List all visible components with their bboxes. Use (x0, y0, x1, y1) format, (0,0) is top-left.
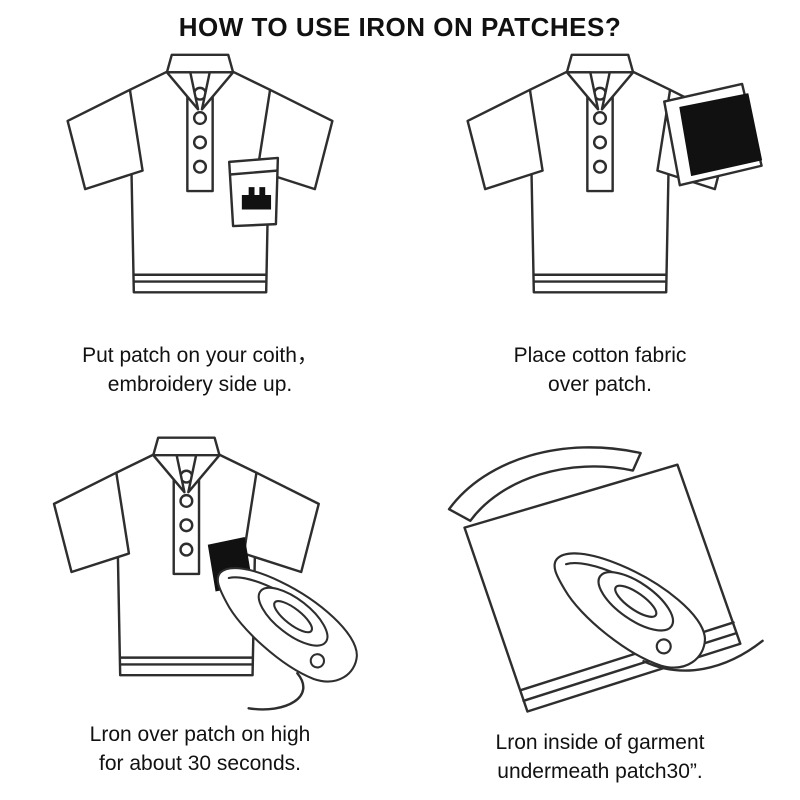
iron-cord (642, 639, 764, 672)
step-1-caption: Put patch on your coith， embroidery side… (82, 341, 318, 400)
caption-line: Place cotton fabric (513, 344, 687, 367)
caption-line: Lron over patch on high (89, 722, 311, 746)
iron-on-shirt-icon (52, 435, 372, 711)
caption-line: Put patch on your coith， (82, 344, 318, 367)
iron-cord (247, 671, 305, 711)
caption-line: for about 30 seconds. (99, 751, 301, 775)
page-title: HOW TO USE IRON ON PATCHES? (178, 12, 622, 42)
step-1: Put patch on your coith， embroidery side… (0, 43, 400, 422)
caption-line: Lron inside of garment (495, 730, 705, 754)
patch-icon (679, 93, 763, 176)
step-3: Lron over patch on high for about 30 sec… (0, 422, 400, 800)
patch-icon (241, 187, 272, 210)
step-2: Place cotton fabric over patch. (400, 43, 800, 422)
step-3-caption: Lron over patch on high for about 30 sec… (90, 720, 311, 779)
iron-inside-garment-icon (447, 445, 764, 713)
polo-shirt-patch-pocket-icon (66, 53, 334, 294)
step-4-caption: Lron inside of garment undermeath patch3… (496, 728, 705, 787)
polo-shirt-cotton-fabric-icon (466, 53, 763, 294)
caption-line: embroidery side up. (107, 373, 293, 397)
steps-grid: Put patch on your coith， embroidery side… (0, 43, 800, 800)
step-2-caption: Place cotton fabric over patch. (514, 341, 687, 400)
caption-line: over patch. (548, 373, 652, 397)
garment-sleeve (447, 445, 642, 522)
caption-line: undermeath patch30”. (497, 759, 703, 783)
step-4: Lron inside of garment undermeath patch3… (400, 422, 800, 800)
